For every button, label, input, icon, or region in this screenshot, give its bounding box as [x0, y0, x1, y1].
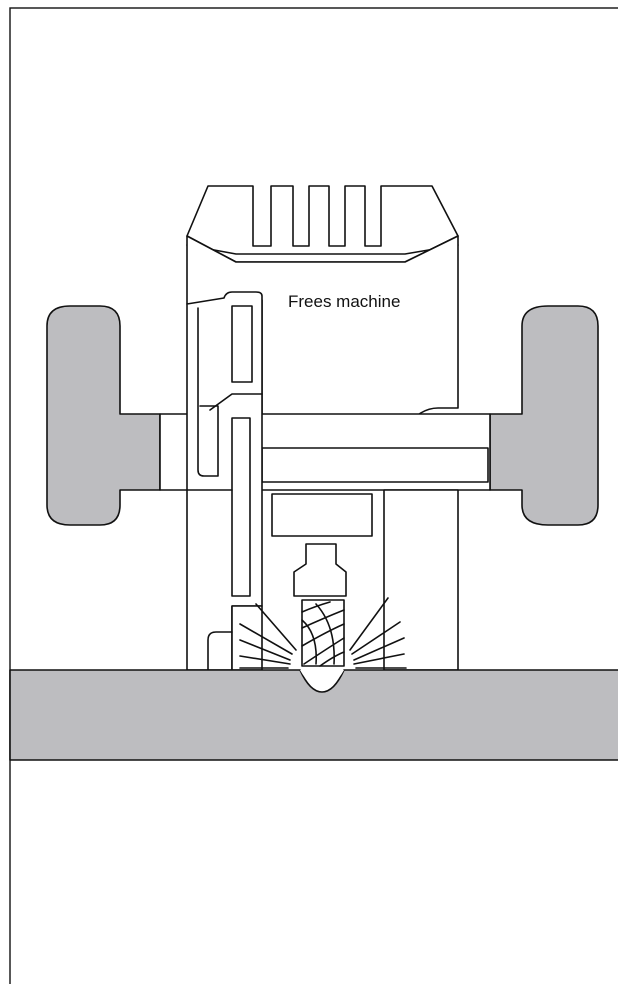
column-inner-mid	[209, 393, 263, 411]
column-foot	[207, 631, 233, 671]
slide-rail	[261, 447, 489, 483]
column-inner-lower	[231, 417, 251, 597]
column-inner-left	[197, 307, 219, 477]
bit-hatch	[301, 601, 345, 667]
diagram-frame	[9, 7, 618, 984]
column-inner-upper	[231, 305, 253, 383]
chip-spray	[239, 597, 407, 669]
machine-label: Frees machine	[288, 292, 400, 311]
right-handle	[489, 305, 599, 526]
right-column	[383, 489, 459, 671]
motor-cap	[186, 185, 459, 263]
left-handle	[46, 305, 161, 526]
cut-groove	[300, 670, 344, 688]
workpiece	[9, 669, 618, 761]
motor-shaft-block	[271, 493, 373, 537]
collet-nut	[293, 543, 347, 597]
column-base	[231, 605, 263, 671]
